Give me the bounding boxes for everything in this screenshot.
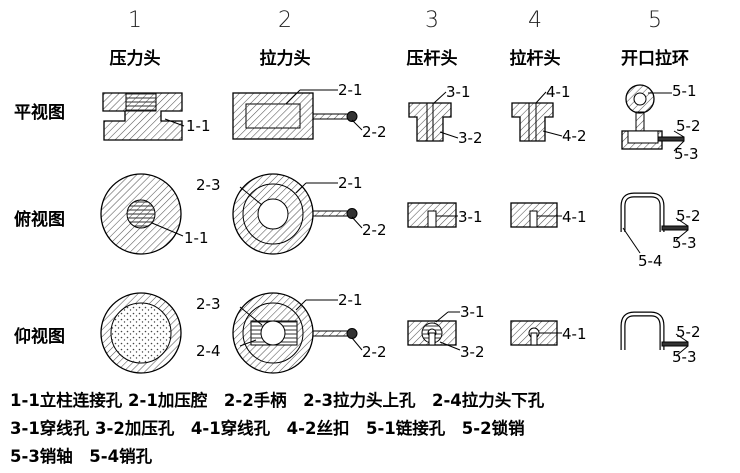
callout-1-1-top: 1-1 xyxy=(184,229,209,247)
legend-line-3: 5-3销轴 5-4销孔 xyxy=(10,447,153,466)
callout-3-2-bottom: 3-2 xyxy=(460,343,485,361)
callout-2-3-bottom: 2-3 xyxy=(196,295,221,313)
column-4-number: 4 xyxy=(528,8,542,33)
tension-rod-head-front-view xyxy=(511,91,563,142)
pressure-rod-head-top-view xyxy=(407,202,458,228)
callout-5-3-front: 5-3 xyxy=(674,145,699,163)
open-pull-ring-top-view xyxy=(620,192,689,254)
column-2-title: 拉力头 xyxy=(259,49,311,69)
callout-5-2-front: 5-2 xyxy=(676,117,701,135)
legend-line-1: 1-1立柱连接孔 2-1加压腔 2-2手柄 2-3拉力头上孔 2-4拉力头下孔 xyxy=(10,391,545,410)
pressure-rod-head-front-view xyxy=(408,91,459,142)
callout-5-4-top: 5-4 xyxy=(638,252,663,270)
callout-3-1-front: 3-1 xyxy=(446,83,471,101)
callout-4-1-front: 4-1 xyxy=(546,83,571,101)
tension-head-front-view xyxy=(232,89,363,140)
column-3-number: 3 xyxy=(425,8,439,33)
callout-5-2-bottom: 5-2 xyxy=(676,323,701,341)
callout-3-2-front: 3-2 xyxy=(458,129,483,147)
callout-5-2-top: 5-2 xyxy=(676,207,701,225)
column-2-number: 2 xyxy=(278,8,292,33)
callout-2-1-front: 2-1 xyxy=(338,81,363,99)
callout-2-4-bottom: 2-4 xyxy=(196,342,221,360)
callout-2-3-top: 2-3 xyxy=(196,176,221,194)
tension-head-bottom-view xyxy=(232,292,363,374)
callout-2-1-top: 2-1 xyxy=(338,174,363,192)
pressure-rod-head-bottom-view xyxy=(407,311,461,351)
pressure-head-bottom-view xyxy=(100,292,182,374)
callout-5-3-bottom: 5-3 xyxy=(672,348,697,366)
callout-1-1-front: 1-1 xyxy=(186,117,211,135)
callout-2-2-bottom: 2-2 xyxy=(362,343,387,361)
pressure-head-front-view xyxy=(102,92,185,141)
row-label-bottom-view: 仰视图 xyxy=(14,327,65,347)
callout-2-2-front: 2-2 xyxy=(362,123,387,141)
pressure-head-top-view xyxy=(100,173,184,255)
callout-2-1-bottom: 2-1 xyxy=(338,291,363,309)
open-pull-ring-front-view xyxy=(621,84,685,152)
column-1-title: 压力头 xyxy=(109,49,161,69)
legend-line-2: 3-1穿线孔 3-2加压孔 4-1穿线孔 4-2丝扣 5-1链接孔 5-2锁销 xyxy=(10,419,525,438)
column-3-title: 压杆头 xyxy=(406,49,458,69)
callout-5-1-front: 5-1 xyxy=(672,82,697,100)
callout-3-1-bottom: 3-1 xyxy=(460,303,485,321)
column-5-number: 5 xyxy=(648,8,662,33)
column-5-title: 开口拉环 xyxy=(621,49,689,69)
row-label-top-view: 俯视图 xyxy=(14,210,65,230)
callout-4-1-bottom: 4-1 xyxy=(562,325,587,343)
callout-4-2-front: 4-2 xyxy=(562,127,587,145)
tension-rod-head-bottom-view xyxy=(510,320,562,346)
column-1-number: 1 xyxy=(128,8,142,33)
callout-5-3-top: 5-3 xyxy=(672,234,697,252)
callout-4-1-top: 4-1 xyxy=(562,208,587,226)
tension-head-top-view xyxy=(232,173,363,255)
open-pull-ring-bottom-view xyxy=(620,311,689,357)
callout-2-2-top: 2-2 xyxy=(362,221,387,239)
row-label-front-view: 平视图 xyxy=(14,103,65,123)
tension-rod-head-top-view xyxy=(510,202,562,228)
callout-3-1-top: 3-1 xyxy=(458,208,483,226)
column-4-title: 拉杆头 xyxy=(509,49,561,69)
